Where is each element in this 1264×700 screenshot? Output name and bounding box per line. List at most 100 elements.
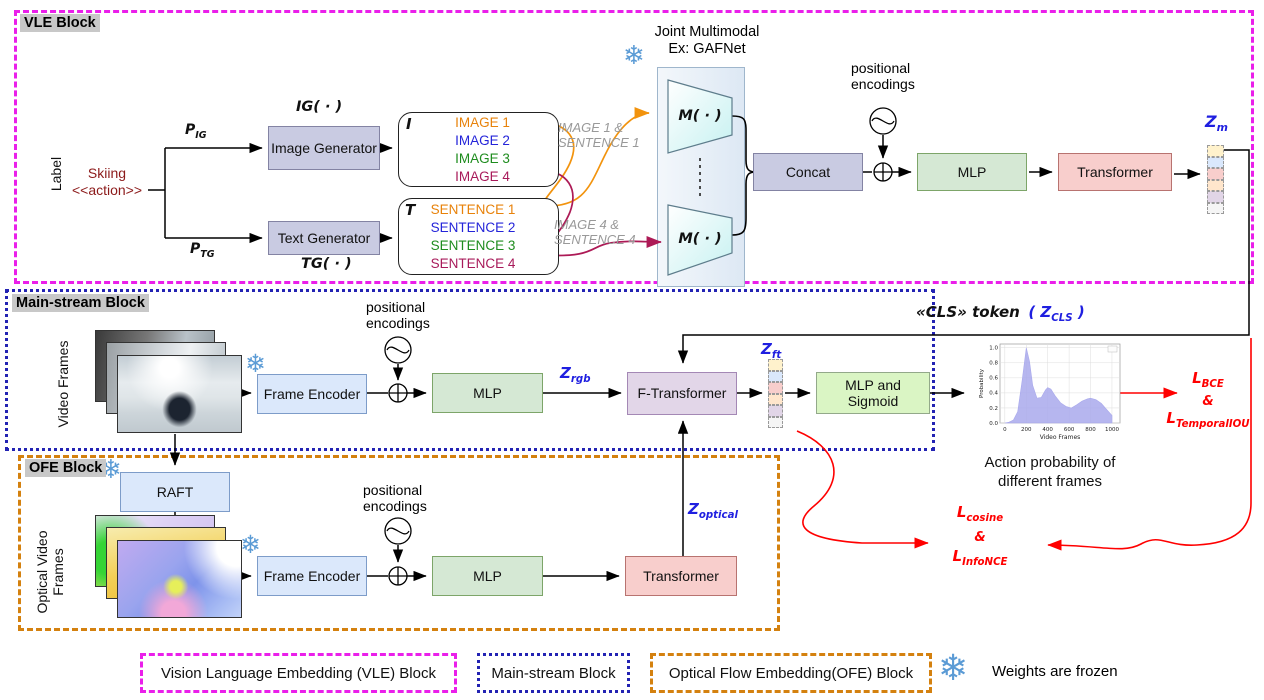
legend-frozen-label: Weights are frozen: [992, 663, 1118, 680]
i-set-label: I: [406, 115, 412, 133]
token-cell: [768, 405, 783, 417]
posenc-vle-line1: positional: [851, 60, 911, 76]
legend-main: Main-stream Block: [477, 653, 630, 693]
posenc-label-main: positional encodings: [366, 299, 446, 331]
m-function-top-label: M( · ): [678, 108, 722, 124]
cls-token-label: «CLS» token ( ZCLS ): [916, 303, 1085, 324]
list-item: IMAGE 1: [455, 115, 510, 130]
raft-box: RAFT: [120, 472, 230, 512]
vle-block-title: VLE Block: [20, 14, 100, 32]
video-frame-front: [117, 355, 242, 433]
ofe-block-title: OFE Block: [25, 459, 107, 477]
transformer-box-ofe: Transformer: [625, 556, 737, 596]
posenc-main-line2: encodings: [366, 315, 430, 331]
snowflake-icon: ❄: [245, 350, 266, 378]
mlp-box-main: MLP: [432, 373, 543, 413]
p-ig-label: PIG: [185, 122, 207, 141]
m-function-bottom-label: M( · ): [678, 231, 722, 247]
mlp-sigmoid-box: MLP and Sigmoid: [816, 372, 930, 414]
svg-text:0.0: 0.0: [989, 421, 998, 427]
action-label-line2: <<action>>: [71, 182, 143, 198]
mlp-sigmoid-line2: Sigmoid: [847, 393, 899, 409]
z-m-label: Zm: [1205, 112, 1228, 135]
posenc-label-vle: positional encodings: [851, 60, 931, 92]
concat-box: Concat: [753, 153, 863, 191]
chart-caption-line2: different frames: [998, 473, 1102, 490]
posenc-ofe-line1: positional: [363, 482, 423, 498]
action-label: Skiing <<action>>: [66, 165, 148, 199]
token-cell: [768, 416, 783, 428]
list-item: IMAGE 3: [455, 151, 510, 166]
token-cell: [1207, 191, 1224, 203]
text-generator-box: Text Generator: [268, 221, 380, 255]
legend-ofe: Optical Flow Embedding(OFE) Block: [650, 653, 932, 693]
main-stream-block-title: Main-stream Block: [12, 294, 149, 312]
token-cell: [1207, 168, 1224, 180]
optical-label-line2: Frames: [50, 548, 66, 596]
svg-text:Probability: Probability: [979, 368, 985, 398]
pair-bottom-label: IMAGE 4 & SENTENCE 4: [554, 217, 636, 247]
token-cell: [768, 370, 783, 382]
z-ft-label: Zft: [761, 340, 782, 361]
t-set-label: T: [405, 201, 416, 219]
f-transformer-box: F-Transformer: [627, 372, 737, 415]
svg-text:0.4: 0.4: [989, 391, 998, 397]
optical-frame-front: [117, 540, 242, 618]
ofe-block-border: [18, 455, 780, 631]
optical-label-line1: Optical Video: [34, 530, 50, 614]
cls-token-text: «CLS» token: [916, 303, 1020, 321]
svg-text:1.0: 1.0: [989, 346, 998, 352]
mlp-box-vle: MLP: [917, 153, 1027, 191]
token-cell: [768, 393, 783, 405]
joint-title-line1: Joint Multimodal: [654, 24, 760, 40]
pair-top-line1: IMAGE 1 &: [558, 120, 624, 135]
list-item: IMAGE 2: [455, 133, 510, 148]
token-cell: [1207, 179, 1224, 191]
list-item: IMAGE 4: [455, 169, 510, 184]
tg-function-label: TG( · ): [301, 256, 352, 272]
token-cell: [1207, 202, 1224, 214]
alignment-loss-label: Lcosine & LInfoNCE: [930, 503, 1030, 572]
p-tg-label: PTG: [190, 241, 215, 260]
image-generator-box: Image Generator: [268, 126, 380, 170]
joint-multimodal-title: Joint Multimodal Ex: GAFNet: [627, 24, 787, 58]
joint-multimodal-panel: [657, 67, 745, 287]
transformer-box-vle: Transformer: [1058, 153, 1172, 191]
svg-text:Video Frames: Video Frames: [1040, 434, 1081, 441]
posenc-main-line1: positional: [366, 299, 426, 315]
list-item: SENTENCE 1: [430, 202, 516, 217]
token-cell: [1207, 145, 1224, 157]
svg-text:400: 400: [1042, 427, 1053, 433]
loss-ampersand: &: [1202, 394, 1214, 409]
frame-encoder-box-main: Frame Encoder: [257, 374, 367, 414]
svg-text:0.6: 0.6: [989, 376, 998, 382]
z-ft-token-stack: [768, 359, 783, 428]
svg-text:0.8: 0.8: [989, 361, 998, 367]
main-stream-block-border: [5, 289, 935, 451]
z-optical-label: Zoptical: [688, 500, 738, 521]
frame-encoder-box-ofe: Frame Encoder: [257, 556, 367, 596]
posenc-vle-line2: encodings: [851, 76, 915, 92]
bce-loss-label: LBCE & LTemporalIOU: [1152, 370, 1264, 433]
svg-text:0.2: 0.2: [989, 406, 998, 412]
video-frames-label-rotated: Video Frames: [55, 340, 71, 428]
input-label-rotated: Label: [48, 156, 64, 192]
z-m-token-stack: [1207, 145, 1224, 214]
svg-text:800: 800: [1085, 427, 1096, 433]
mlp-sigmoid-line1: MLP and: [845, 376, 901, 393]
chart-caption-line1: Action probability of: [984, 454, 1116, 471]
pair-bottom-line2: SENTENCE 4: [554, 232, 636, 247]
optical-frames-label-rotated: Optical Video Frames: [34, 512, 66, 632]
token-cell: [768, 382, 783, 394]
chart-caption: Action probability of different frames: [955, 453, 1145, 491]
svg-text:1000: 1000: [1105, 427, 1119, 433]
action-label-line1: Skiing: [87, 165, 127, 181]
alignment-loss-ampersand: &: [974, 530, 986, 545]
pair-bottom-line1: IMAGE 4 &: [554, 217, 620, 232]
pair-top-line2: SENTENCE 1: [558, 135, 640, 150]
image-list: IMAGE 1 IMAGE 2 IMAGE 3 IMAGE 4: [420, 114, 545, 186]
mlp-box-ofe: MLP: [432, 556, 543, 596]
